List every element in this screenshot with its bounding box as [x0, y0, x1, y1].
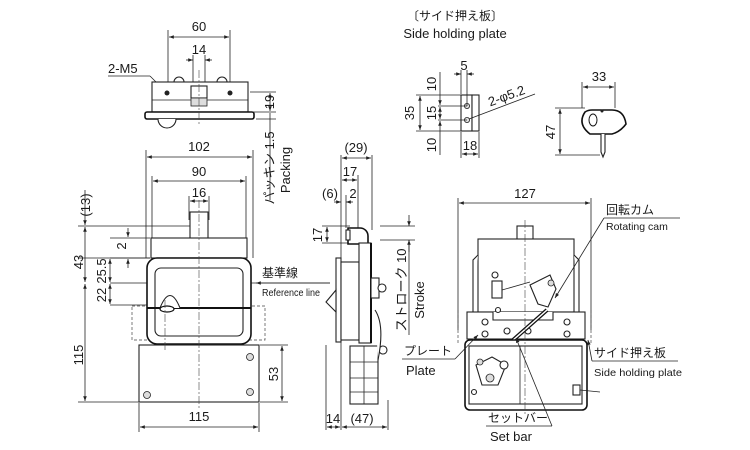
- set-bar-en: Set bar: [490, 429, 533, 444]
- key-dim-33: 33: [592, 69, 606, 84]
- dim-90: 90: [192, 164, 206, 179]
- key-dim-47: 47: [543, 125, 558, 139]
- dim-16: 16: [192, 185, 206, 200]
- dim-5: 5: [460, 58, 467, 73]
- dim-43: 43: [71, 255, 86, 269]
- key-detail: 33 47: [543, 69, 627, 159]
- thread-callout-2-m5: 2-M5: [108, 61, 138, 76]
- dim-29: (29): [344, 140, 367, 155]
- hole-callout: 2-φ5.2: [486, 82, 527, 109]
- packing-en: Packing: [278, 147, 293, 193]
- dim-14: 14: [192, 42, 206, 57]
- dim-115-width: 115: [189, 409, 210, 424]
- dim-60: 60: [192, 19, 206, 34]
- side-plate-jp: サイド押え板: [594, 346, 666, 360]
- dim-22: 22: [94, 288, 109, 302]
- dim-14: 14: [326, 411, 340, 426]
- side-plate-en: Side holding plate: [594, 367, 682, 379]
- set-bar-jp: セットバー: [488, 411, 548, 425]
- dim-102: 102: [188, 139, 210, 154]
- packing-jp: パッキン 1.5: [262, 131, 277, 204]
- rotating-cam-jp: 回転カム: [606, 203, 654, 217]
- front-view: 102 90 16 (13) 2 43 25.5 22 115: [71, 139, 330, 432]
- side-plate-title-jp: 〔サイド押え板〕: [407, 9, 503, 23]
- dim-6: (6): [322, 186, 338, 201]
- dim-10-bottom: 10: [424, 138, 439, 152]
- stroke-jp: ストローク 10: [394, 248, 409, 331]
- dim-18: 18: [463, 138, 477, 153]
- dim-2: 2: [114, 242, 129, 249]
- dim-13: (13): [78, 193, 93, 216]
- stroke-en: Stroke: [412, 281, 427, 319]
- flange-top: [144, 111, 255, 120]
- dim-115-height: 115: [71, 345, 86, 366]
- dim-10-top: 10: [424, 77, 439, 91]
- keyhole-icon: [159, 305, 175, 313]
- side-plate-title-en: Side holding plate: [403, 26, 506, 41]
- key-blade: [600, 134, 606, 159]
- side-view: (29) 17 (6) 2 17 ストローク 10: [310, 140, 427, 430]
- dim-15: 15: [424, 106, 439, 120]
- dim-127: 127: [514, 186, 536, 201]
- key-head: [581, 109, 627, 135]
- dim-35: 35: [402, 106, 417, 120]
- reference-line-en: Reference line: [262, 287, 320, 299]
- dim-47-side: (47): [350, 411, 373, 426]
- rotating-cam-en: Rotating cam: [606, 221, 668, 233]
- plate-en: Plate: [406, 363, 436, 378]
- rear-view: 127 回転カム Rotating c: [402, 186, 682, 444]
- plate-jp: プレート: [404, 344, 452, 358]
- dim-2-side: 2: [349, 186, 356, 201]
- dim-17-left: 17: [310, 228, 325, 242]
- dim-17-top: 17: [343, 164, 357, 179]
- dim-53: 53: [266, 367, 281, 381]
- top-view: 60 14 2-M5 19 パッキン 1.5 Packing: [108, 19, 293, 205]
- reference-line-jp: 基準線: [262, 265, 298, 280]
- dim-19: 19: [262, 95, 277, 109]
- dim-25-5: 25.5: [94, 258, 109, 283]
- side-holding-plate-detail: 〔サイド押え板〕 Side holding plate 5 10 15 35 1…: [402, 9, 536, 158]
